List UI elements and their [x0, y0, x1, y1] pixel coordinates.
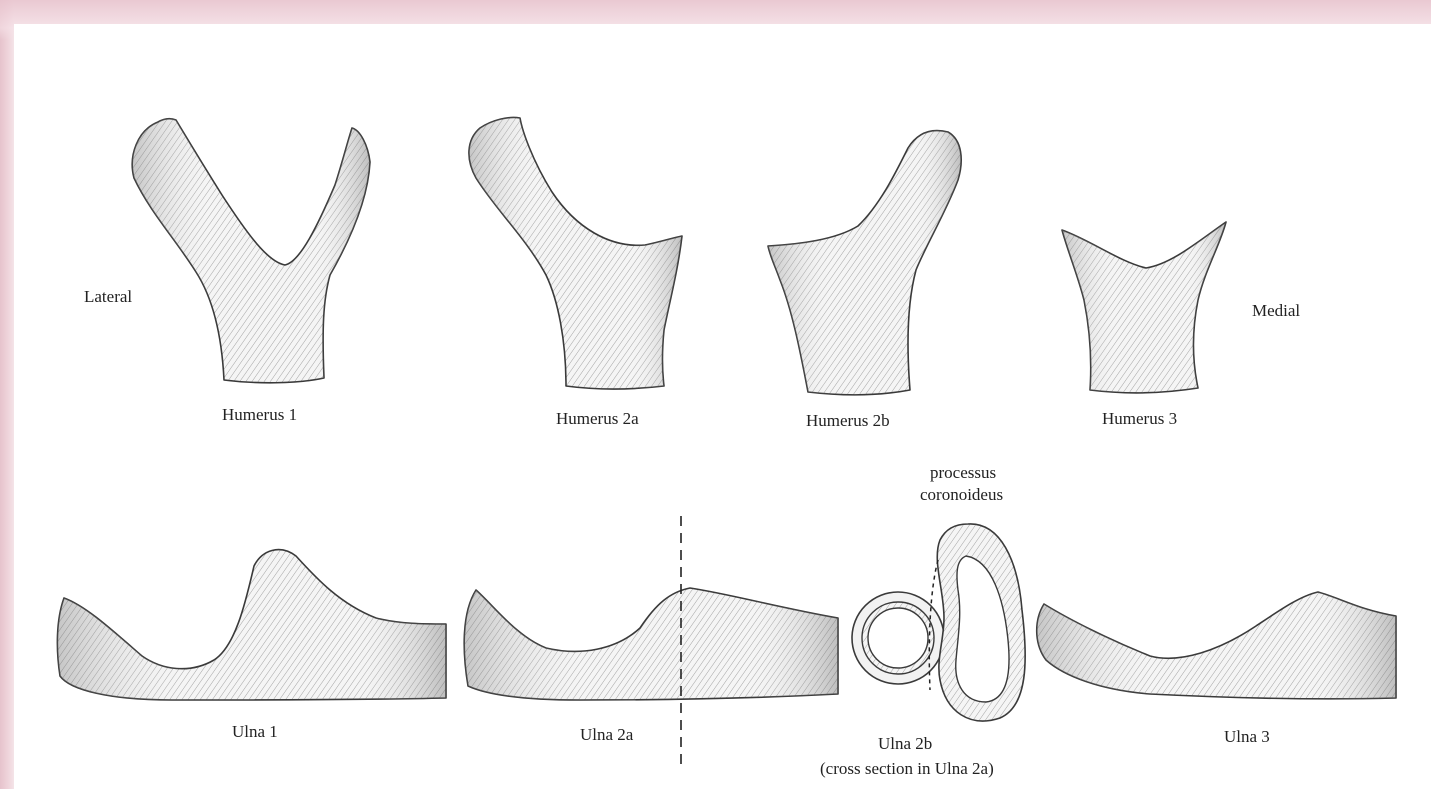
humerus-2b-label: Humerus 2b [806, 411, 890, 430]
humerus-2b-drawing [768, 131, 961, 395]
humerus-1-drawing [132, 119, 370, 383]
ulna-2b-cross-section [852, 524, 1025, 721]
ulna-2a-drawing [464, 588, 838, 700]
lateral-label: Lateral [84, 287, 132, 306]
ulna-3-label: Ulna 3 [1224, 727, 1270, 746]
processus-label-line1: processus [930, 463, 996, 482]
ulna-2b-label-line1: Ulna 2b [878, 734, 932, 753]
medial-label: Medial [1252, 301, 1300, 320]
processus-label-line2: coronoideus [920, 485, 1003, 504]
humerus-3-drawing [1062, 222, 1226, 393]
ulna-2b-label-line2: (cross section in Ulna 2a) [820, 759, 994, 778]
humerus-2a-label: Humerus 2a [556, 409, 639, 428]
ulna-1-label: Ulna 1 [232, 722, 278, 741]
humerus-2a-drawing [469, 117, 682, 389]
ulna-2a-label: Ulna 2a [580, 725, 634, 744]
ulna-3-drawing [1037, 592, 1396, 699]
humerus-3-label: Humerus 3 [1102, 409, 1177, 428]
humerus-1-label: Humerus 1 [222, 405, 297, 424]
ulna-1-drawing [57, 550, 446, 700]
